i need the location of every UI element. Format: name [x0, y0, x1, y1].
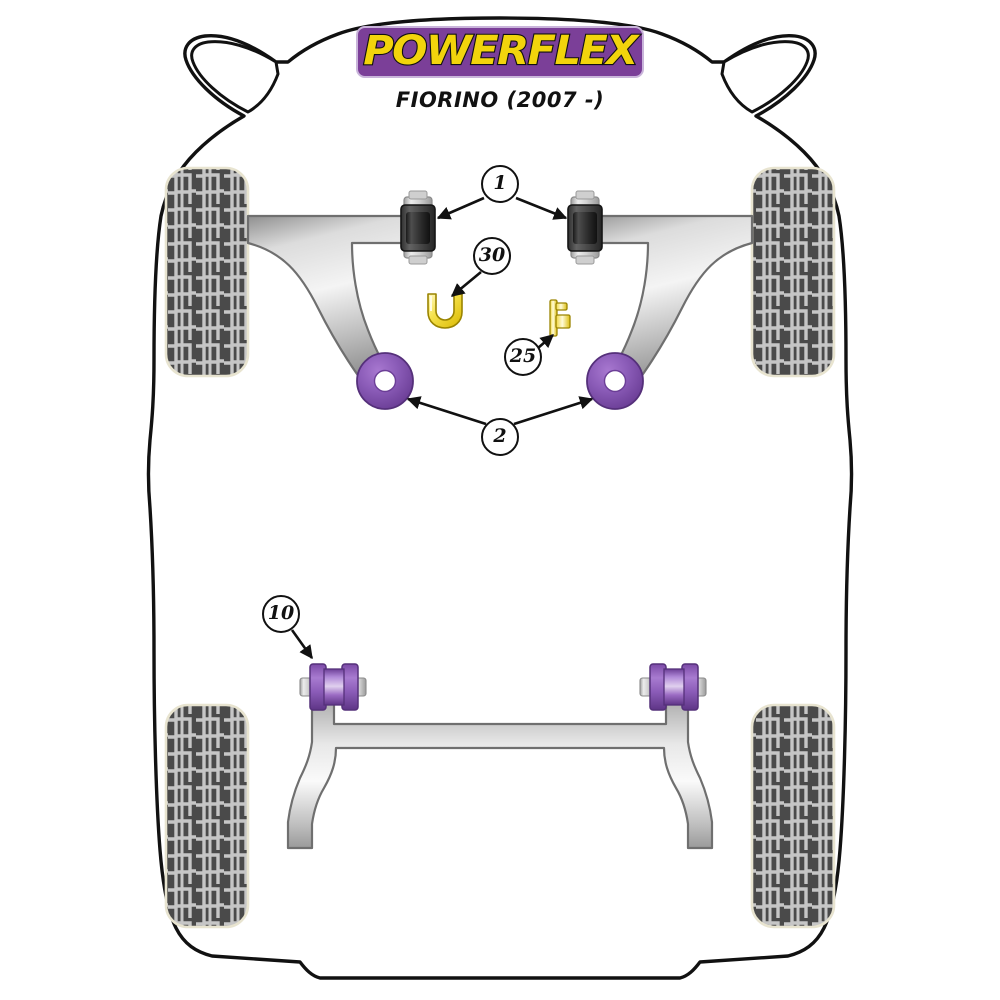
front-right-black-bush [567, 190, 603, 265]
rear-right-purple-bush [639, 663, 707, 711]
rear-beam-body [286, 698, 714, 850]
vehicle-body-outline [146, 16, 854, 980]
page-title: FIORINO (2007 -) [395, 88, 605, 112]
rear-left-tyre [164, 703, 250, 929]
front-left-tyre [164, 166, 250, 378]
leader-1-right [515, 196, 568, 220]
rear-left-purple-bush [299, 663, 367, 711]
front-suspension-assembly [246, 190, 754, 410]
right-mirror-outline [720, 40, 810, 114]
rear-right-tyre [750, 703, 836, 929]
front-left-black-bush [400, 190, 436, 265]
leader-2-left [406, 396, 487, 426]
callout-badge-25[interactable]: 25 [504, 338, 542, 376]
leader-10 [290, 629, 314, 660]
leader-25 [537, 334, 555, 349]
leader-30 [450, 270, 482, 298]
callout-badge-2[interactable]: 2 [481, 418, 519, 456]
front-right-tyre [750, 166, 836, 378]
callout-badge-30[interactable]: 30 [473, 237, 511, 275]
tyres-group [164, 166, 836, 929]
logo-plate [356, 26, 644, 78]
callout-badge-10[interactable]: 10 [262, 595, 300, 633]
leader-1-left [436, 196, 485, 220]
rear-torsion-beam-axle [286, 663, 714, 850]
callout-badge-1[interactable]: 1 [481, 165, 519, 203]
logo-wordmark: POWERFLEX [362, 27, 639, 75]
callout-leader-lines [290, 196, 594, 660]
left-mirror-outline [190, 40, 280, 114]
leader-2-right [513, 396, 594, 426]
front-right-purple-bush [586, 352, 644, 410]
powerflex-logo: POWERFLEX [356, 26, 644, 78]
bracket-part-25 [549, 299, 571, 337]
front-left-purple-bush [356, 352, 414, 410]
